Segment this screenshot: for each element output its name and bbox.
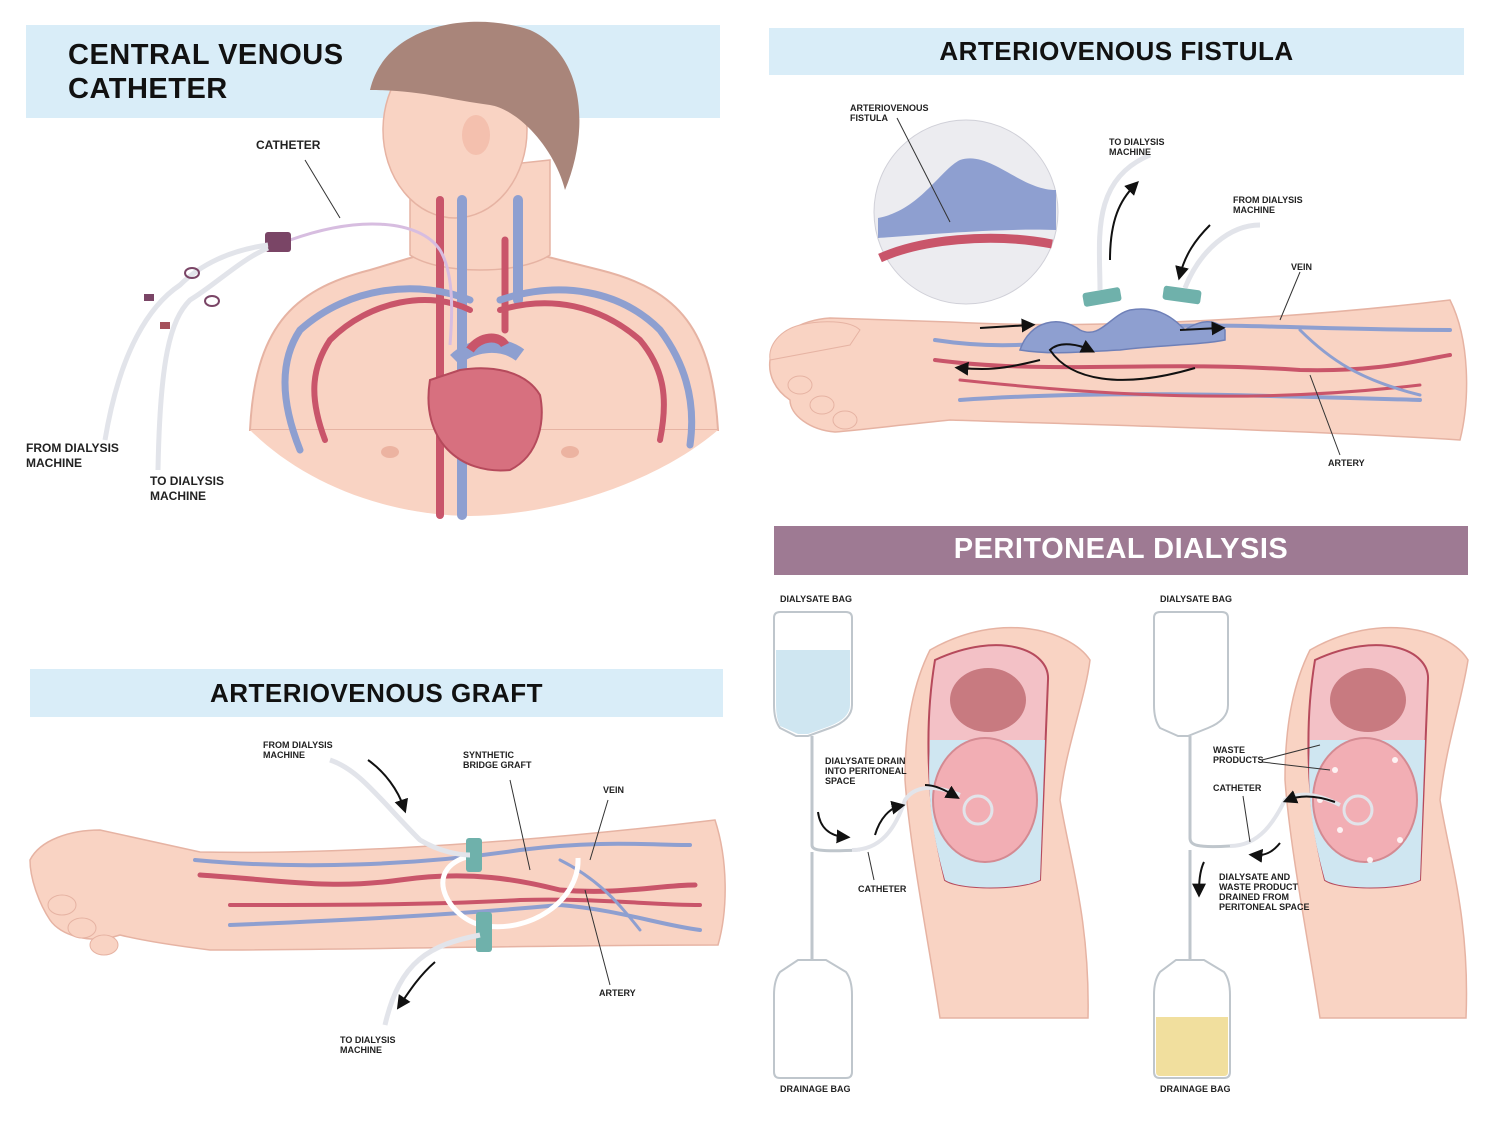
catheter-tube xyxy=(289,222,454,346)
stomach xyxy=(1330,668,1406,732)
pd-right-dialysate-bag-label: DIALYSATE BAG xyxy=(1160,594,1233,604)
avg-title-banner xyxy=(30,669,723,717)
hair xyxy=(370,21,580,190)
pd-right-waste-label: WASTE PRODUCTS xyxy=(1213,745,1264,765)
drainage-bag xyxy=(773,959,853,1079)
avf-artery-label: ARTERY xyxy=(1328,458,1365,468)
ear xyxy=(462,115,490,155)
cvc-from-machine-label: FROM DIALYSIS MACHINE xyxy=(26,441,119,470)
heart xyxy=(427,367,543,472)
dialysate-bag xyxy=(1153,611,1229,737)
catheter-hub xyxy=(265,232,291,252)
avg-from-machine-label: FROM DIALYSIS MACHINE xyxy=(263,740,333,760)
pd-right-drainage-bag-label: DRAINAGE BAG xyxy=(1160,1084,1231,1094)
pd-left-dialysate-bag-label: DIALYSATE BAG xyxy=(780,594,853,604)
avf-to-machine-label: TO DIALYSIS MACHINE xyxy=(1109,137,1165,157)
avf-fistula-label: ARTERIOVENOUS FISTULA xyxy=(850,103,929,123)
avg-graft-label: SYNTHETIC BRIDGE GRAFT xyxy=(463,750,532,770)
fistula-vein xyxy=(1019,308,1226,354)
cvc-catheter-label: CATHETER xyxy=(256,138,321,152)
avg-title: ARTERIOVENOUS GRAFT xyxy=(209,678,544,708)
avf-from-machine-label: FROM DIALYSIS MACHINE xyxy=(1233,195,1303,215)
pd-left-drainage-bag-label: DRAINAGE BAG xyxy=(780,1084,851,1094)
intestines xyxy=(932,737,1038,863)
pd-left-illustration xyxy=(773,611,1091,1079)
avg-to-machine-label: TO DIALYSIS MACHINE xyxy=(340,1035,396,1055)
pd-right-drain-note: DIALYSATE AND WASTE PRODUCT DRAINED FROM… xyxy=(1219,872,1310,912)
cvc-to-machine-label: TO DIALYSIS MACHINE xyxy=(150,474,225,503)
cvc-illustration xyxy=(102,21,720,520)
pd-title: PERITONEAL DIALYSIS xyxy=(953,533,1289,565)
avf-vein-label: VEIN xyxy=(1291,262,1313,272)
avf-title: ARTERIOVENOUS FISTULA xyxy=(939,36,1294,66)
avg-illustration xyxy=(29,757,726,1026)
avg-artery-label: ARTERY xyxy=(599,988,636,998)
pd-right-illustration xyxy=(1153,611,1469,1079)
pd-title-banner xyxy=(774,526,1468,575)
stomach xyxy=(950,668,1026,732)
avf-title-banner xyxy=(769,28,1464,75)
cvc-title-banner xyxy=(26,25,720,118)
pd-left-drain-note: DIALYSATE DRAIN INTO PERITONEAL SPACE xyxy=(825,756,907,786)
avg-vein-label: VEIN xyxy=(603,785,625,795)
cvc-title: CENTRAL VENOUS CATHETER xyxy=(68,39,344,105)
pd-left-catheter-label: CATHETER xyxy=(858,884,907,894)
pd-right-catheter-label: CATHETER xyxy=(1213,783,1262,793)
avf-illustration xyxy=(768,117,1468,456)
